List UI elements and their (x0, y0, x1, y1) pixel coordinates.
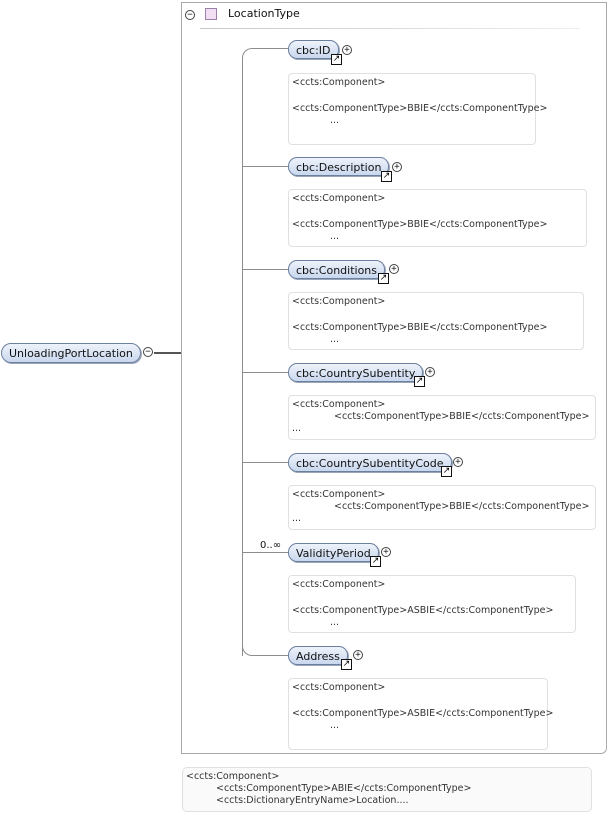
reference-arrow-icon: ↗ (414, 376, 425, 387)
annotation-line: <ccts:ComponentType>BBIE</ccts:Component… (334, 411, 590, 422)
annotation-ellipsis: ... (292, 423, 302, 434)
annotation-ellipsis: ... (330, 617, 340, 628)
annotation-cbc-country-subentity: <ccts:Component> <ccts:ComponentType>BBI… (288, 395, 596, 440)
reference-arrow-icon: ↗ (331, 54, 342, 65)
annotation-line: <ccts:Component> (292, 399, 386, 410)
expand-icon[interactable]: + (353, 650, 363, 660)
branch-line-country-subentity (242, 372, 288, 373)
annotation-line: <ccts:ComponentType>ASBIE</ccts:Componen… (292, 708, 554, 719)
branch-line-address (242, 646, 288, 656)
annotation-ellipsis: ... (330, 334, 340, 345)
branch-spine-line (242, 58, 243, 656)
expand-icon[interactable]: + (381, 547, 391, 557)
branch-line-conditions (242, 269, 288, 270)
root-collapse-icon[interactable]: − (143, 347, 153, 357)
type-collapse-icon[interactable]: − (185, 10, 195, 20)
annotation-line: <ccts:ComponentType>BBIE</ccts:Component… (292, 322, 548, 333)
annotation-line: <ccts:DictionaryEntryName>Location.... (216, 795, 409, 806)
complex-type-icon (205, 8, 217, 20)
expand-icon[interactable]: + (389, 264, 399, 274)
annotation-line: <ccts:Component> (292, 489, 386, 500)
annotation-cbc-id: <ccts:Component> <ccts:ComponentType>BBI… (288, 73, 548, 145)
annotation-line: <ccts:Component> (292, 579, 386, 590)
annotation-line: <ccts:ComponentType>ASBIE</ccts:Componen… (292, 605, 554, 616)
reference-arrow-icon: ↗ (341, 659, 352, 670)
element-cbc-id[interactable]: cbc:ID (288, 40, 339, 59)
expand-icon[interactable]: + (425, 367, 435, 377)
root-element-unloading-port-location[interactable]: UnloadingPortLocation (1, 343, 141, 363)
annotation-line: <ccts:ComponentType>BBIE</ccts:Component… (292, 219, 548, 230)
type-header-divider (200, 28, 580, 29)
occurrence-label: 0..∞ (260, 540, 282, 551)
reference-arrow-icon: ↗ (441, 466, 452, 477)
annotation-line: <ccts:Component> (292, 682, 386, 693)
annotation-ellipsis: ... (330, 231, 340, 242)
annotation-line: <ccts:ComponentType>ABIE</ccts:Component… (216, 783, 472, 794)
branch-line-description (242, 166, 288, 167)
element-address[interactable]: Address (288, 646, 348, 665)
annotation-validity-period: <ccts:Component> <ccts:ComponentType>ASB… (288, 575, 576, 633)
expand-icon[interactable]: + (392, 162, 402, 172)
expand-icon[interactable]: + (453, 457, 463, 467)
type-annotation: <ccts:Component> <ccts:ComponentType>ABI… (182, 767, 592, 812)
annotation-line: <ccts:ComponentType>BBIE</ccts:Component… (292, 103, 548, 114)
annotation-line: <ccts:Component> (292, 193, 386, 204)
branch-line-country-subentity-code (242, 462, 288, 463)
reference-arrow-icon: ↗ (381, 171, 392, 182)
element-cbc-country-subentity[interactable]: cbc:CountrySubentity (288, 363, 424, 382)
annotation-address: <ccts:Component> <ccts:ComponentType>ASB… (288, 678, 554, 750)
element-validity-period[interactable]: ValidityPeriod (288, 543, 379, 562)
annotation-ellipsis: ... (330, 115, 340, 126)
type-label: LocationType (228, 7, 300, 20)
annotation-cbc-country-subentity-code: <ccts:Component> <ccts:ComponentType>BBI… (288, 485, 596, 530)
reference-arrow-icon: ↗ (378, 273, 389, 284)
root-connector-line (154, 352, 196, 354)
annotation-cbc-description: <ccts:Component> <ccts:ComponentType>BBI… (288, 189, 587, 247)
annotation-cbc-conditions: <ccts:Component> <ccts:ComponentType>BBI… (288, 292, 584, 350)
reference-arrow-icon: ↗ (370, 556, 381, 567)
annotation-line: <ccts:Component> (292, 77, 386, 88)
annotation-line: <ccts:Component> (186, 771, 280, 782)
element-cbc-description[interactable]: cbc:Description (288, 157, 390, 176)
annotation-ellipsis: ... (292, 513, 302, 524)
expand-icon[interactable]: + (342, 45, 352, 55)
annotation-line: <ccts:ComponentType>BBIE</ccts:Component… (334, 501, 590, 512)
element-cbc-country-subentity-code[interactable]: cbc:CountrySubentityCode (288, 453, 452, 472)
annotation-ellipsis: ... (330, 720, 340, 731)
branch-line-id (242, 48, 288, 58)
branch-line-validity-period (242, 552, 288, 553)
element-cbc-conditions[interactable]: cbc:Conditions (288, 260, 386, 279)
annotation-line: <ccts:Component> (292, 296, 386, 307)
